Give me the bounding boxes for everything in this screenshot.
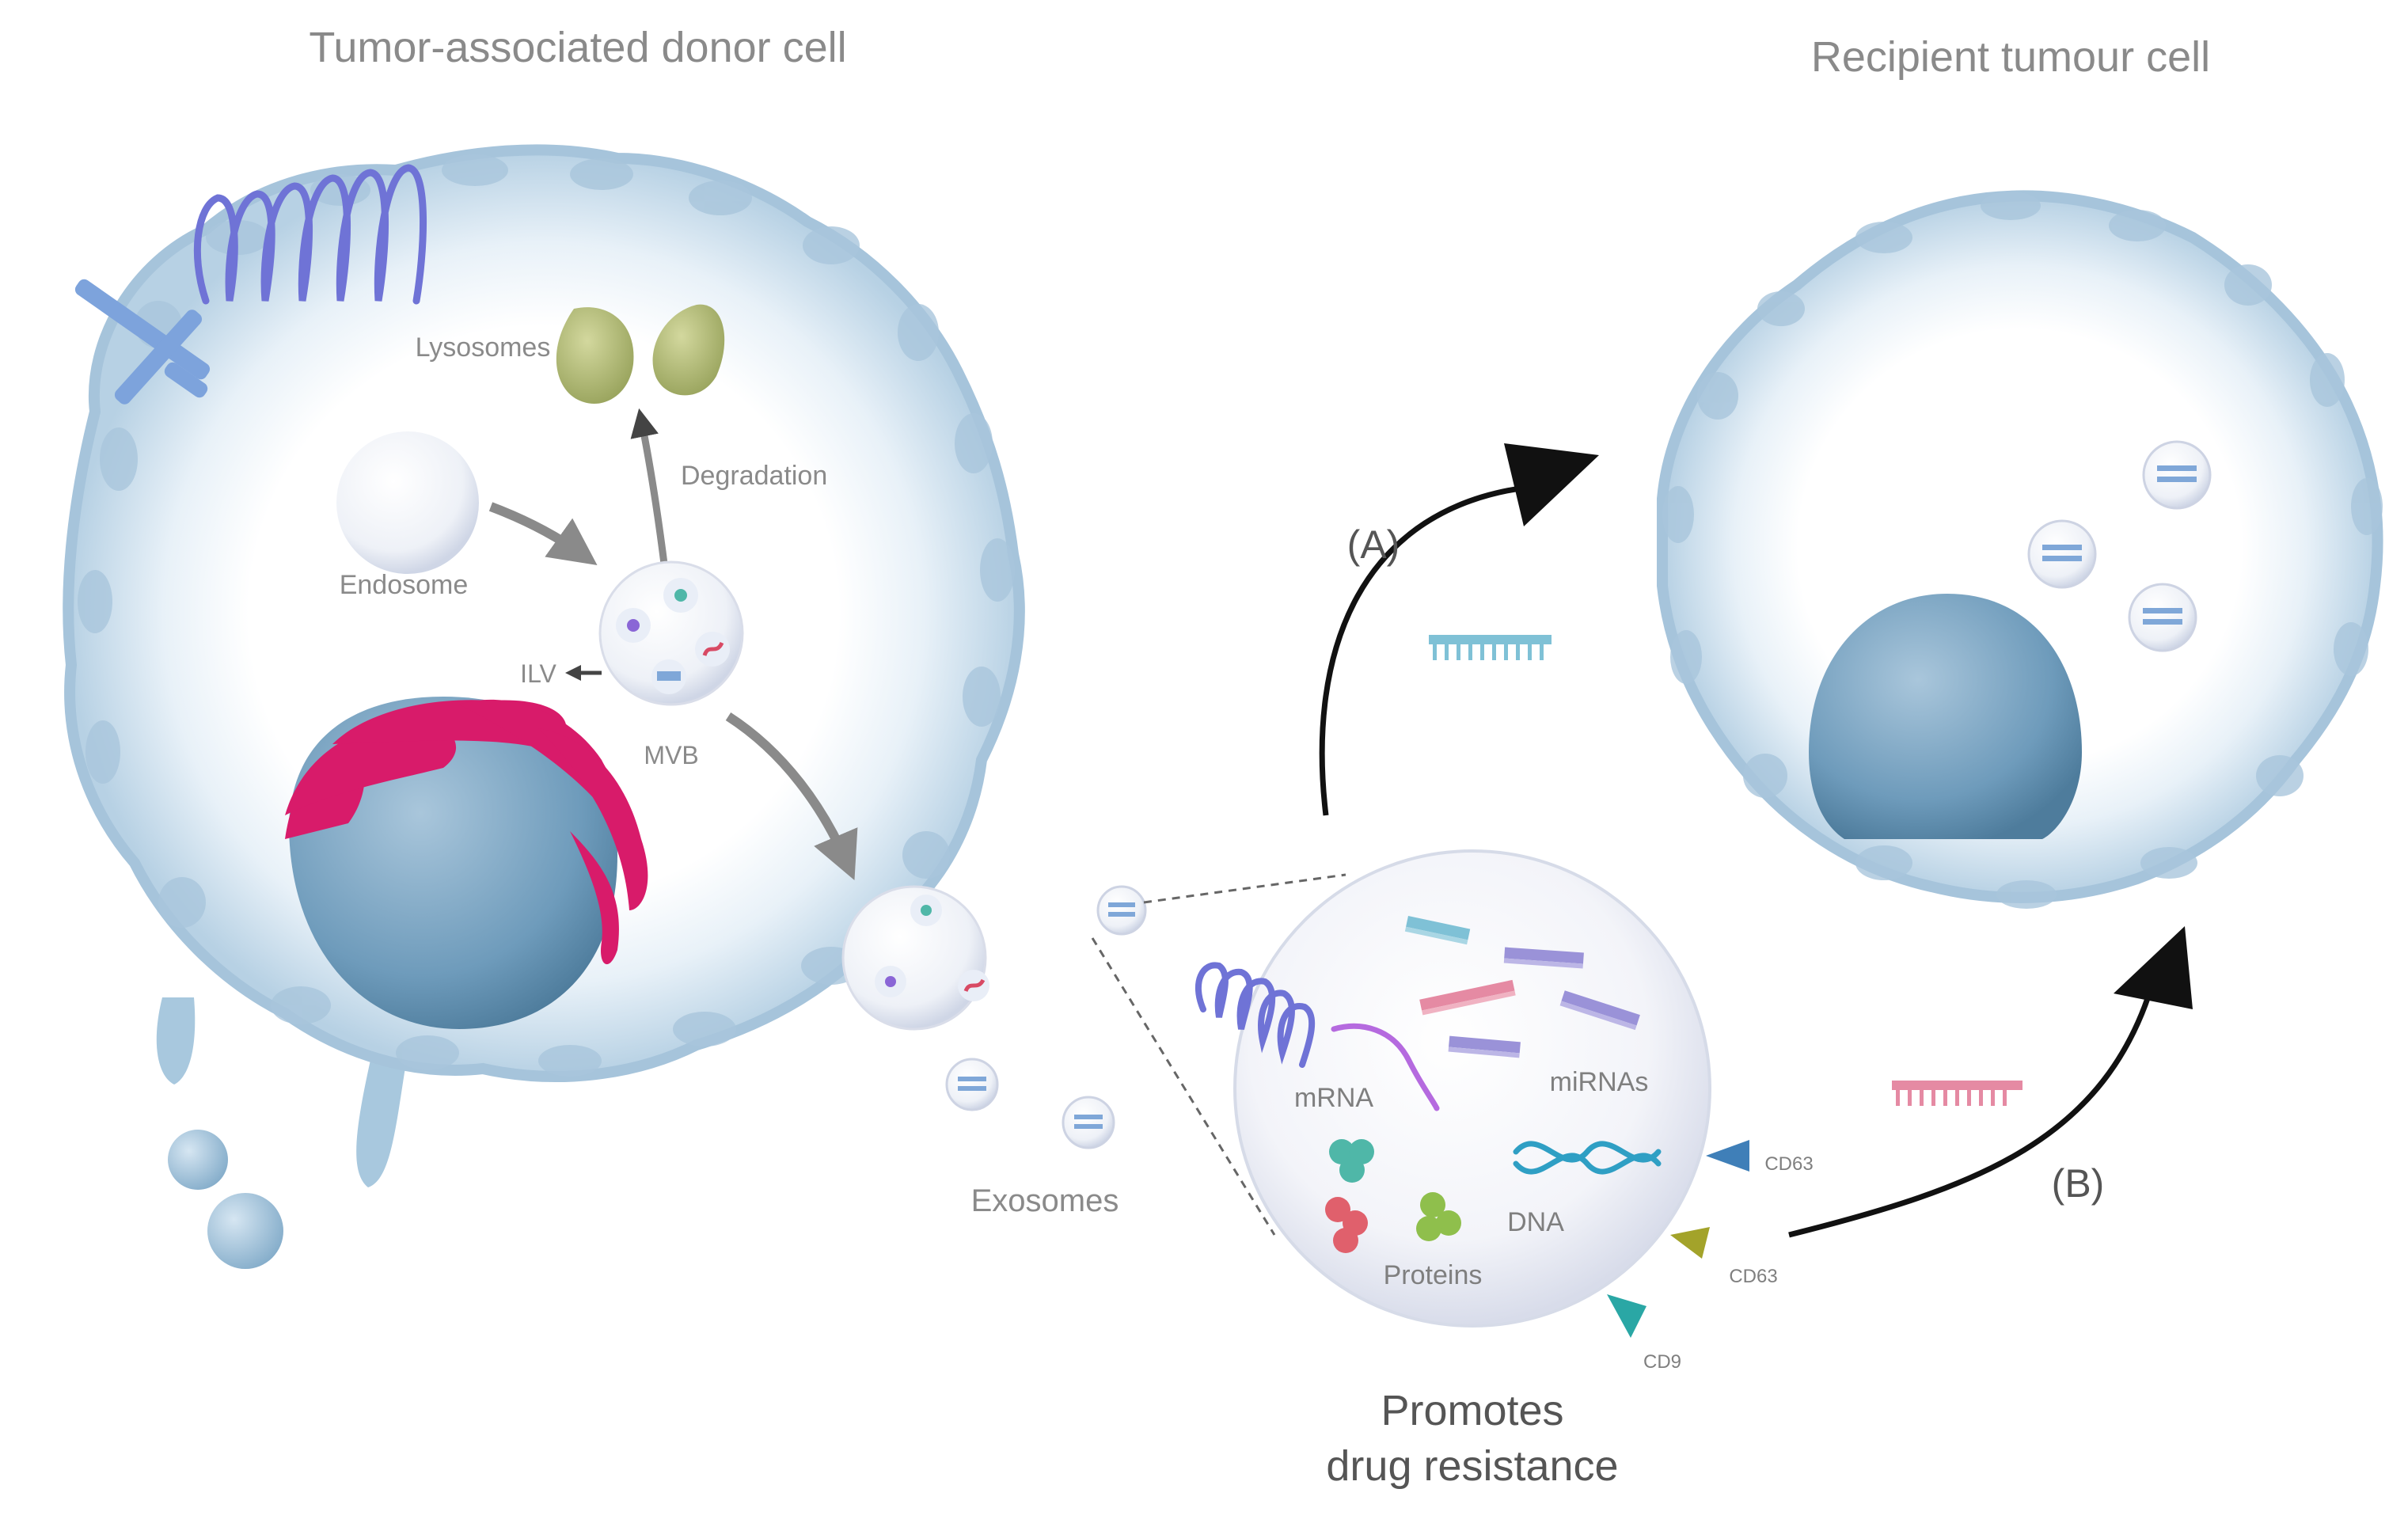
path-a-arrow xyxy=(1319,443,1599,816)
endosome-to-mvb-arrow xyxy=(488,502,598,565)
donor-cell: Lysosomes Endosome Degradation MVB ILV xyxy=(63,144,1025,1269)
dna-helix xyxy=(1513,1141,1662,1175)
exosome xyxy=(2128,583,2197,652)
donor-cell-title: Tumor-associated donor cell xyxy=(309,24,846,71)
lysosomes-label: Lysosomes xyxy=(416,332,551,363)
promotes-line1: Promotes xyxy=(1381,1387,1563,1434)
membrane-texture xyxy=(1662,192,2383,909)
mirna-cluster xyxy=(1404,916,1640,1058)
protein-green xyxy=(1416,1192,1461,1241)
cd63-marker-olive xyxy=(1670,1227,1710,1259)
recipient-cell xyxy=(1657,190,2383,909)
mrna-label: mRNA xyxy=(1294,1083,1373,1113)
protein-teal xyxy=(1329,1139,1374,1183)
mrna-strand xyxy=(1331,1023,1440,1111)
ilv-label: ILV xyxy=(520,659,556,688)
lysosomes xyxy=(556,304,725,404)
promotes-line2: drug resistance xyxy=(1326,1442,1618,1490)
path-b-arrow xyxy=(1788,926,2193,1238)
exosome xyxy=(2027,519,2097,589)
membrane-blebs xyxy=(156,997,408,1269)
recipient-cell-title: Recipient tumour cell xyxy=(1811,33,2210,81)
mvb-label: MVB xyxy=(644,741,698,769)
cd9-marker xyxy=(1607,1294,1646,1338)
protein-clusters xyxy=(1325,1139,1461,1253)
zoom-line-top xyxy=(1143,873,1346,904)
lysosome xyxy=(652,304,725,396)
proteins-label: Proteins xyxy=(1384,1260,1483,1290)
shed-vesicle xyxy=(168,1130,228,1190)
endosome-label: Endosome xyxy=(340,570,469,600)
recipient-nucleus xyxy=(1809,594,2082,839)
degradation-arrow xyxy=(630,408,669,571)
lysosome xyxy=(556,307,634,404)
gpcr-receptor-icon xyxy=(193,164,427,305)
mvb xyxy=(598,560,744,706)
mvb-fusion-arrow xyxy=(725,712,858,881)
exosomes-label: Exosomes xyxy=(971,1183,1119,1218)
zoom-line-bottom xyxy=(1091,937,1276,1236)
golgi-apparatus xyxy=(285,699,648,965)
free-mirna-a xyxy=(1429,635,1552,660)
cd63-label-a: CD63 xyxy=(1764,1153,1813,1175)
mirnas-label: miRNAs xyxy=(1550,1067,1649,1097)
cd63-marker-blue xyxy=(1706,1140,1749,1172)
exosome xyxy=(945,1058,999,1111)
exosome xyxy=(1062,1096,1115,1149)
exosome xyxy=(1096,885,1147,936)
path-a-label: (A) xyxy=(1347,522,1400,567)
released-exosomes xyxy=(945,885,1147,1149)
cd9-label: CD9 xyxy=(1643,1351,1681,1373)
fusing-mvb xyxy=(841,885,989,1031)
enlarged-exosome: miRNAs mRNA DNA Proteins CD63 CD63 xyxy=(1195,849,1814,1373)
free-mirna-b xyxy=(1892,1081,2022,1106)
degradation-label: Degradation xyxy=(681,461,827,491)
cd63-label-b: CD63 xyxy=(1729,1266,1777,1287)
antibody-receptor-icon xyxy=(74,279,211,405)
path-b-label: (B) xyxy=(2052,1161,2105,1206)
endosome xyxy=(336,431,479,574)
protein-red xyxy=(1325,1197,1368,1253)
internalized-exosomes xyxy=(2027,440,2212,652)
dna-label: DNA xyxy=(1507,1207,1564,1237)
shed-vesicle xyxy=(207,1193,283,1269)
gpcr-receptor-icon xyxy=(1195,962,1316,1068)
exosome xyxy=(2142,440,2212,510)
